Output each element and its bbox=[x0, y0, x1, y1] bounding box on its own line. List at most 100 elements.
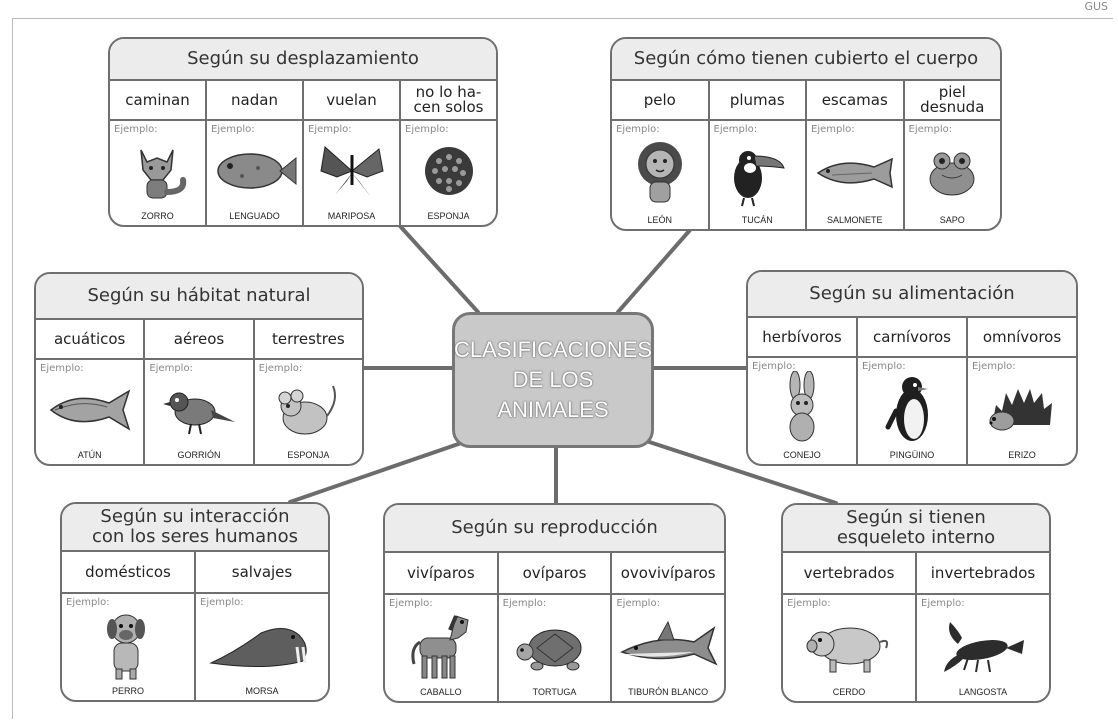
category-title-line: Según su reproducción bbox=[451, 517, 658, 538]
example-animal-name: ZORRO bbox=[141, 211, 174, 221]
example-label: Ejemplo: bbox=[752, 361, 796, 372]
category-title: Según su reproducción bbox=[385, 505, 724, 553]
subcategory-label: invertebrados bbox=[917, 553, 1049, 595]
subcategory-label: acuáticos bbox=[36, 320, 144, 360]
example-cell: Ejemplo:ATÚN bbox=[36, 360, 143, 464]
example-label: Ejemplo: bbox=[908, 124, 953, 135]
shark-icon bbox=[618, 618, 718, 678]
example-cell: Ejemplo: ZORRO bbox=[110, 121, 205, 225]
subcategory-label: escamas bbox=[807, 81, 903, 121]
subcategory-label-line: omnívoros bbox=[982, 327, 1062, 346]
example-animal-name: MARIPOSA bbox=[327, 211, 376, 221]
subcategory-label: ovíparos bbox=[498, 553, 611, 595]
subcategory-label-line: acuáticos bbox=[53, 329, 126, 348]
example-cell: Ejemplo:GORRIÓN bbox=[145, 360, 252, 464]
example-cell: Ejemplo:SALMONETE bbox=[807, 121, 903, 229]
subcategory-label-line: caminan bbox=[125, 90, 190, 109]
category-title-line: esqueleto interno bbox=[836, 527, 996, 548]
subcategory-label: vuelan bbox=[304, 81, 399, 121]
rabbit-icon bbox=[777, 370, 827, 451]
example-animal-name: SAPO bbox=[939, 215, 965, 225]
example-animal-name: CONEJO bbox=[783, 450, 821, 460]
subcategory-label-line: cen solos bbox=[413, 98, 484, 116]
example-cell: Ejemplo:CABALLO bbox=[385, 595, 497, 701]
subcategory-label: domésticos bbox=[62, 552, 194, 594]
example-animal-name: TORTUGA bbox=[532, 687, 577, 697]
example-cell: Ejemplo: SAPO bbox=[905, 121, 1001, 229]
subcategory-label-line: escamas bbox=[821, 90, 888, 109]
example-cell: Ejemplo:CERDO bbox=[783, 595, 915, 701]
example-animal-name: GORRIÓN bbox=[177, 450, 221, 460]
fish-icon bbox=[812, 151, 898, 199]
center-node: CLASIFICACIONES DE LOS ANIMALES bbox=[452, 312, 654, 448]
corner-code: GUS bbox=[1084, 0, 1108, 13]
subcategory-label-line: domésticos bbox=[85, 562, 171, 581]
example-cell: Ejemplo:PINGÜINO bbox=[858, 358, 966, 464]
example-animal-name: CERDO bbox=[832, 687, 866, 697]
lion-icon bbox=[630, 138, 690, 212]
connector-cubierta bbox=[616, 228, 692, 314]
example-cell: Ejemplo:LEÓN bbox=[612, 121, 708, 229]
page-frame bbox=[12, 18, 1113, 719]
penguin-icon bbox=[884, 371, 940, 451]
example-label: Ejemplo: bbox=[258, 363, 303, 374]
flatfish-icon bbox=[212, 146, 298, 200]
example-animal-name: TUCÁN bbox=[741, 215, 773, 225]
category-cubierta: Según cómo tienen cubierto el cuerpo pelo… bbox=[610, 37, 1002, 231]
subcategory-label: caminan bbox=[110, 81, 205, 121]
category-title: Según cómo tienen cubierto el cuerpo bbox=[612, 39, 1000, 81]
subcategory-label-line: aéreos bbox=[173, 329, 225, 348]
example-animal-name: PINGÜINO bbox=[889, 450, 935, 460]
example-label: Ejemplo: bbox=[66, 597, 110, 608]
example-label: Ejemplo: bbox=[405, 124, 449, 135]
subcategory-label: nadan bbox=[207, 81, 302, 121]
subcategory-label: pelo bbox=[612, 81, 708, 121]
example-cell: Ejemplo:LANGOSTA bbox=[917, 595, 1049, 701]
butterfly-icon bbox=[317, 141, 387, 205]
example-animal-name: LENGUADO bbox=[229, 211, 280, 221]
subcategory-label-line: salvajes bbox=[231, 562, 293, 581]
example-cell: Ejemplo: CONEJO bbox=[748, 358, 856, 464]
example-label: Ejemplo: bbox=[811, 124, 855, 135]
walrus-icon bbox=[207, 617, 317, 677]
sparrow-icon bbox=[161, 382, 237, 442]
example-label: Ejemplo: bbox=[502, 598, 547, 609]
example-cell: Ejemplo: TORTUGA bbox=[499, 595, 611, 701]
fox-icon bbox=[123, 136, 193, 210]
subcategory-label-line: desnuda bbox=[920, 98, 985, 116]
example-label: Ejemplo: bbox=[389, 598, 433, 609]
example-animal-name: ESPONJA bbox=[427, 211, 470, 221]
subcategory-label-line: terrestres bbox=[271, 329, 345, 348]
mouse-icon bbox=[273, 380, 343, 444]
category-title-line: Según su desplazamiento bbox=[187, 48, 419, 69]
example-label: Ejemplo: bbox=[40, 363, 84, 374]
example-label: Ejemplo: bbox=[114, 124, 158, 135]
category-title-line: Según si tienen bbox=[846, 507, 986, 528]
example-animal-name: ERIZO bbox=[1008, 450, 1036, 460]
example-label: Ejemplo: bbox=[921, 598, 965, 609]
example-animal-name: TIBURÓN BLANCO bbox=[628, 687, 709, 697]
category-title-line: Según su hábitat natural bbox=[87, 285, 311, 306]
connector-desplazamiento bbox=[398, 224, 480, 314]
subcategory-label-line: vuelan bbox=[326, 90, 377, 109]
example-animal-name: LEÓN bbox=[647, 215, 672, 225]
subcategory-label: no lo ha-cen solos bbox=[401, 81, 496, 121]
dog-icon bbox=[98, 607, 158, 687]
sponge-icon bbox=[421, 143, 477, 203]
subcategory-label-line: no lo ha- bbox=[415, 83, 482, 101]
subcategory-label-line: pelo bbox=[643, 90, 676, 109]
